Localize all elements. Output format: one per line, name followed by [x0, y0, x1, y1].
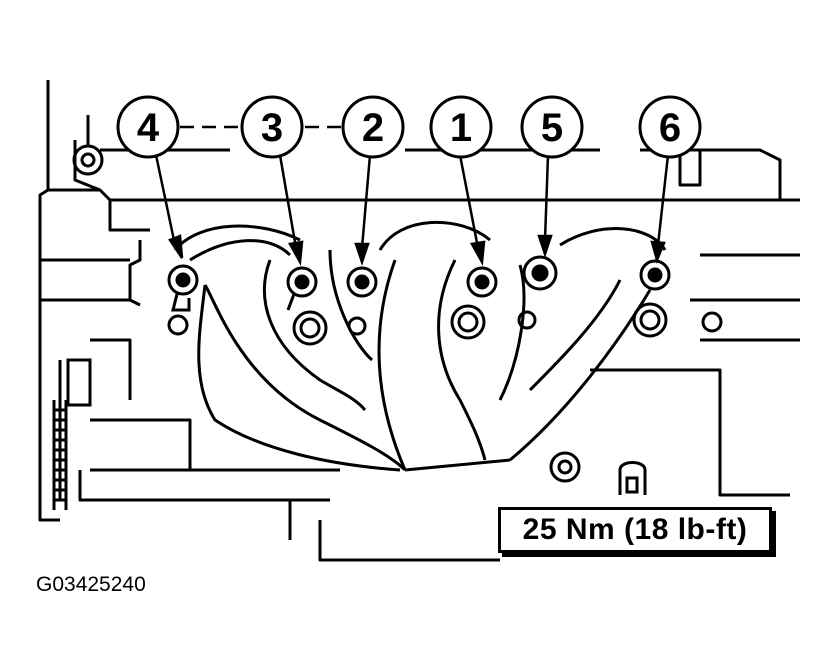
manifold-bolts [167, 255, 671, 312]
upper-stud [72, 115, 104, 176]
callout-3-label: 3 [261, 106, 283, 150]
callout-1: 1 [429, 95, 493, 159]
manifold-right-runners [377, 220, 667, 472]
bolt-5 [522, 255, 558, 291]
callout-leaders [154, 154, 670, 267]
bolt-2 [346, 266, 378, 298]
bolt-6 [639, 259, 671, 291]
callout-5: 5 [520, 95, 584, 159]
torque-spec-box: 25 Nm (18 lb-ft) [498, 507, 772, 553]
callout-4: 4 [116, 95, 180, 159]
engine-block-outline [38, 80, 800, 562]
callout-2-label: 2 [362, 106, 384, 150]
bolt-4 [167, 264, 199, 312]
callout-6: 6 [638, 95, 702, 159]
lower-studs [167, 302, 723, 495]
callout-6-label: 6 [659, 106, 681, 150]
callout-3: 3 [240, 95, 304, 159]
callout-5-label: 5 [541, 106, 563, 150]
callout-4-label: 4 [137, 106, 160, 150]
manifold-left-runners [173, 224, 407, 472]
callout-2: 2 [341, 95, 405, 159]
figure-id-label: G03425240 [36, 573, 146, 596]
torque-spec-label: 25 Nm (18 lb-ft) [522, 513, 748, 546]
dipstick-tube [52, 358, 92, 510]
bolt-3 [286, 266, 318, 311]
callout-1-label: 1 [450, 106, 472, 150]
bolt-1 [466, 266, 498, 298]
